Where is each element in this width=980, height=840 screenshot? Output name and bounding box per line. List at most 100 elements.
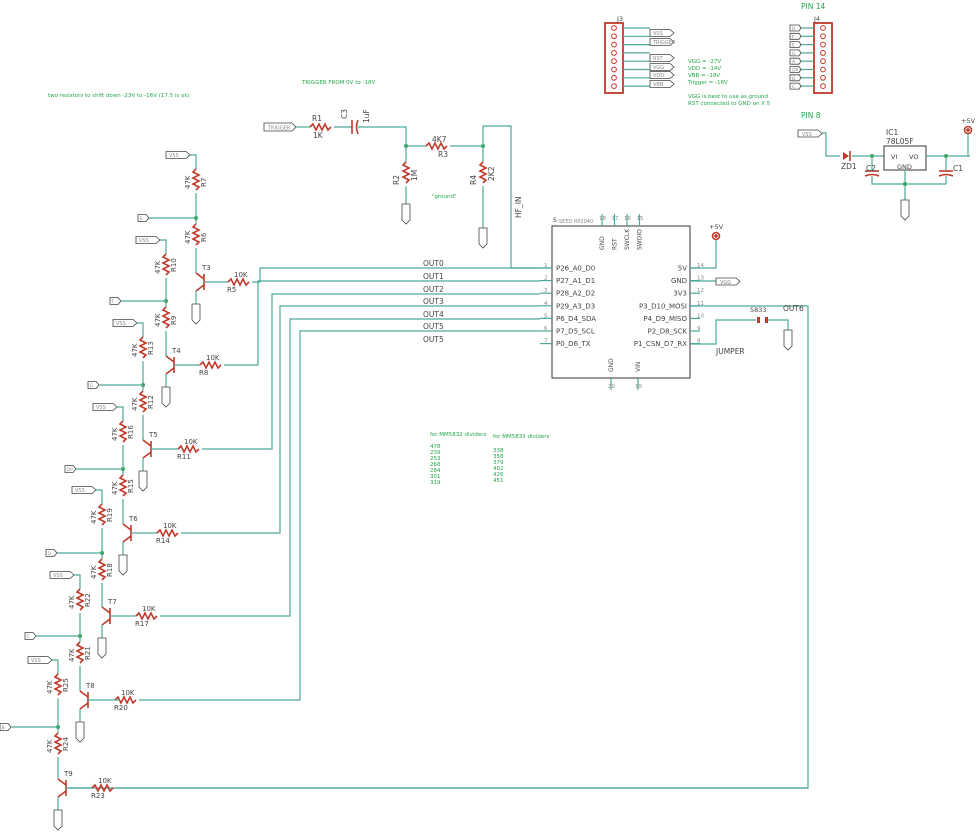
vgg-port-r4 <box>478 227 488 249</box>
svg-text:1K: 1K <box>313 131 324 140</box>
note-shift: two resistors to shift down -23V to -16V… <box>48 93 190 99</box>
resistor-r22 <box>75 588 85 611</box>
p5v-symbol-regulator: +5V <box>961 117 976 135</box>
net-label: OUT3 <box>423 297 444 306</box>
svg-text:C: C <box>792 84 795 90</box>
note-vgg-ground-1: VGG is best to use as ground <box>688 94 768 100</box>
resistor-name: R15 <box>127 479 135 493</box>
resistor-name: R14 <box>156 537 170 545</box>
out6-label: OUT6 <box>783 304 804 313</box>
net-label: OUT4 <box>423 310 444 319</box>
mcu-pin-name: SWDIO <box>637 229 644 250</box>
r2-resistor <box>401 161 411 184</box>
resistor-value: 10K <box>184 438 198 446</box>
svg-text:VSS: VSS <box>653 31 663 37</box>
resistor-r17 <box>135 611 158 621</box>
segment-port <box>45 549 58 557</box>
mcu-pin-name: P28_A2_D2 <box>556 290 595 298</box>
vss-port <box>27 656 53 664</box>
svg-text:VBB: VBB <box>653 82 664 88</box>
mcu-pin-number: 10 <box>697 313 704 319</box>
svg-text:G: G <box>90 383 94 389</box>
resistor-name: R6 <box>200 232 208 242</box>
note-pin8: PIN 8 <box>801 111 821 120</box>
segment-port <box>87 381 100 389</box>
transistor-name: T6 <box>128 515 138 523</box>
vbb-port <box>118 554 128 576</box>
mcu-pin-number: 12 <box>697 288 704 294</box>
divider-value: 284 <box>430 468 441 474</box>
svg-text:VSS: VSS <box>31 658 41 664</box>
transistor-name: T9 <box>63 770 73 778</box>
resistor-value: 47K <box>154 260 162 274</box>
mcu-pin-name: P2_D8_SCK <box>648 328 688 336</box>
segment-port <box>64 465 77 473</box>
resistor-r16 <box>118 420 128 443</box>
svg-text:VO: VO <box>909 153 918 161</box>
divider-value: 478 <box>430 444 441 450</box>
svg-text:1uF: 1uF <box>362 109 371 123</box>
j4-port <box>789 66 802 73</box>
hf-in-label: HF_IN <box>514 196 523 218</box>
jumper-5833: 5833 <box>750 306 768 323</box>
divider-value: 451 <box>493 478 504 484</box>
c3-capacitor <box>351 119 359 135</box>
transistor-name: T7 <box>107 598 117 606</box>
note-vgg-3: VBB = -18V <box>688 73 720 79</box>
mcu-pin-name: VIN <box>635 362 642 372</box>
mcu-pin-number: 3 <box>544 288 548 294</box>
p5v-symbol-mcu: +5V <box>709 223 724 241</box>
svg-text:D: D <box>48 551 52 557</box>
note-pin14: PIN 14 <box>801 2 826 11</box>
resistor-r9 <box>161 306 171 329</box>
transistor-name: T4 <box>171 347 181 355</box>
resistor-r12 <box>138 390 148 413</box>
svg-text:1M: 1M <box>410 170 419 181</box>
svg-text:A: A <box>792 59 796 65</box>
mcu-pin-number: 5 <box>544 313 548 319</box>
r3-resistor <box>425 141 448 151</box>
segment-port <box>0 723 12 731</box>
j3-port: RST <box>649 54 675 62</box>
vbb-port <box>191 303 201 325</box>
note-div-title-1: for MM5832 dividers <box>430 432 486 438</box>
mcu-pin-name: SWCLK <box>624 228 631 250</box>
resistor-name: R5 <box>227 286 236 294</box>
transistor-name: T8 <box>85 682 95 690</box>
trigger-input-port: TRIGGER <box>263 122 297 132</box>
mcu-pin-name: P29_A3_D3 <box>556 302 595 310</box>
mcu-pin-number: 8 <box>697 339 701 345</box>
note-vgg-2: VDD = -14V <box>688 66 721 72</box>
divider-value: 268 <box>430 462 441 468</box>
mcu-pin-number: 17 <box>612 216 619 222</box>
mcu-pin-name: P26_A0_D0 <box>556 265 595 273</box>
svg-text:VDD: VDD <box>653 73 664 79</box>
divider-value: 301 <box>430 474 441 480</box>
resistor-value: 47K <box>154 313 162 327</box>
mcu-pin-name: P27_A1_D1 <box>556 277 595 285</box>
svg-text:5833: 5833 <box>750 306 767 314</box>
resistor-r15 <box>118 474 128 497</box>
svg-text:J4: J4 <box>813 15 820 23</box>
resistor-value: 47K <box>90 510 98 524</box>
mcu-pin-number: 15 <box>637 216 644 222</box>
resistor-name: R20 <box>114 704 128 712</box>
mcu-pin-name: P7_D5_SCL <box>556 328 595 336</box>
resistor-name: R19 <box>106 508 114 522</box>
mcu-pin-number: 6 <box>544 326 548 332</box>
mcu-pin-number: 11 <box>697 301 704 307</box>
zd1-zener: ZD1 <box>841 151 857 171</box>
resistor-value: 47K <box>184 175 192 189</box>
resistor-value: 47K <box>68 595 76 609</box>
resistor-r11 <box>177 444 200 454</box>
resistor-r13 <box>138 336 148 359</box>
resistor-name: R22 <box>84 593 92 607</box>
svg-text:DP: DP <box>67 467 73 473</box>
